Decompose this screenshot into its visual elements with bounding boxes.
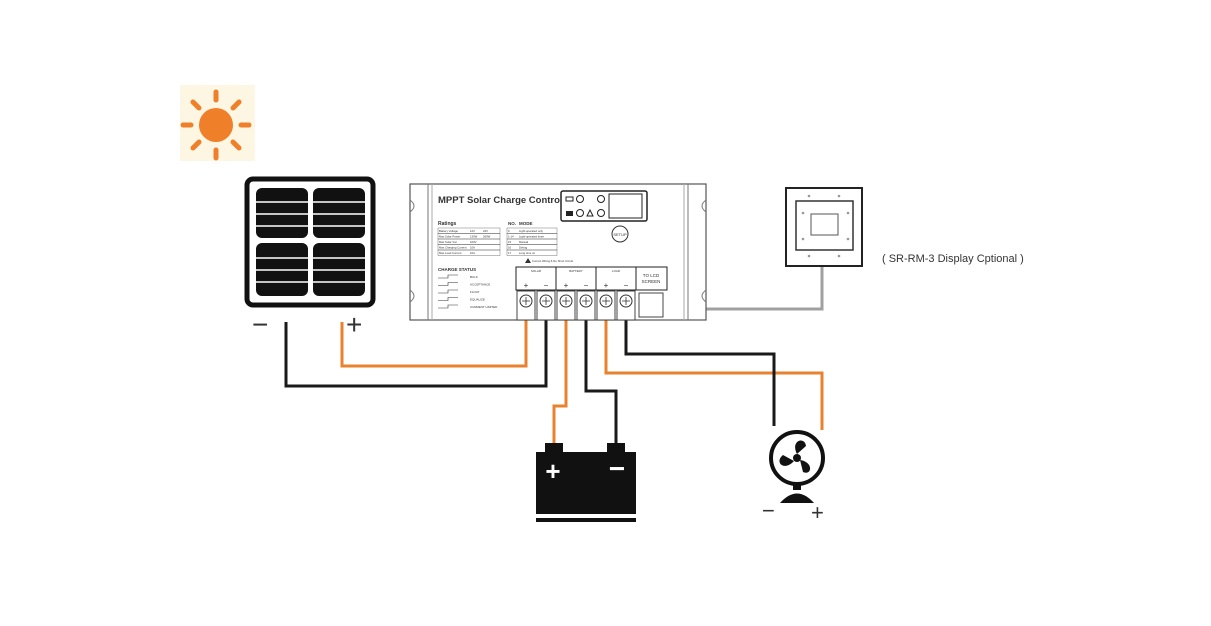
mode-no-header: NO.: [508, 221, 516, 226]
charge-controller: MPPT Solar Charge Controller SETUP Ratin…: [409, 183, 707, 321]
battery-plus-label: +: [545, 456, 560, 486]
terminal-plus-label: +: [604, 281, 609, 290]
mode-number: 16: [508, 246, 512, 250]
mode-number: 1-14: [508, 235, 514, 239]
rating-name: Max Load Current: [439, 251, 462, 255]
fan-icon: [769, 430, 825, 503]
solar-terminal-label: SOLAR: [531, 269, 542, 273]
warning-led-icon: [586, 208, 594, 217]
lcd-comm-wire: [650, 266, 824, 311]
mode-row: [506, 249, 558, 256]
display-optional-label: ( SR-RM-3 Display Cptional ): [882, 253, 1024, 265]
screw-slot: [582, 297, 590, 305]
mode-name: Light-operated only: [519, 229, 544, 233]
battery-led-icon: [566, 211, 573, 216]
battery-positive-wire: [552, 318, 568, 446]
mode-name: Manual: [519, 240, 529, 244]
battery-terminal-label: BATTERY: [569, 269, 583, 273]
load-negative-wire: [624, 318, 776, 426]
mode-header: MODE: [519, 221, 533, 226]
rating-name: Max Charging Current: [439, 246, 467, 250]
battery-icon: [536, 443, 636, 522]
terminal-minus-label: −: [624, 281, 629, 290]
mode-name: Debug: [519, 246, 528, 250]
charge-status-item: CURRENT LIMITED: [470, 305, 498, 309]
load-positive-wire: [604, 318, 824, 430]
rating-name: Max Solar Voc: [439, 240, 458, 244]
rating-value: 12V: [470, 229, 475, 233]
charge-status-title: CHARGE STATUS: [438, 267, 476, 272]
rating-name: Max Solar Power: [439, 235, 460, 239]
status-waveform: [438, 289, 458, 294]
fan-plus-label: +: [811, 500, 824, 525]
setup-label: SETUP: [613, 232, 627, 237]
solar-negative-wire: [284, 318, 548, 388]
charge-status-item: EQUALIZE: [470, 298, 485, 302]
rating-value: 10A: [470, 251, 475, 255]
controller-title: MPPT Solar Charge Controller: [438, 195, 574, 206]
solar-panel-icon: [244, 176, 376, 308]
battery-minus-label: −: [609, 453, 625, 484]
status-waveform: [438, 297, 458, 301]
ratings-title: Ratings: [438, 221, 457, 227]
charge-status-item: BULK: [470, 275, 478, 279]
rating-value: 10A: [470, 246, 475, 250]
load-terminal-label: LOAD: [612, 269, 621, 273]
solar-positive-wire: [340, 318, 528, 368]
terminal-plus-label: +: [524, 281, 529, 290]
mode-name: Light-operated timer: [519, 235, 544, 239]
rating-value: 130W: [470, 235, 478, 239]
status-waveform: [438, 304, 458, 309]
sun-icon: [180, 85, 255, 161]
lcd-screen: [608, 193, 643, 219]
mode-number: 0: [508, 229, 510, 233]
mode-number: 15: [508, 240, 512, 244]
terminal-minus-label: −: [544, 281, 549, 290]
rating-row: [437, 249, 501, 256]
lcd-port[interactable]: [638, 292, 664, 318]
battery-negative-wire: [584, 318, 618, 446]
panel-minus-label: −: [252, 309, 268, 340]
rating-name: Battery Voltage: [439, 229, 458, 233]
screw-slot: [622, 297, 630, 305]
mode-name: Long time on: [519, 251, 536, 255]
warning-text: Correct Wiring & No Short Circuit: [532, 259, 573, 263]
screw-slot: [562, 297, 570, 305]
terminal-plus-label: +: [564, 281, 569, 290]
screw-slot: [602, 297, 610, 305]
rating-value-2: 24V: [483, 229, 488, 233]
rating-value: 100V: [470, 240, 477, 244]
screw-slot: [542, 297, 550, 305]
status-waveform: [438, 274, 458, 279]
lcd-port-label-2: SCREEN: [642, 279, 661, 284]
charge-status-item: FLOAT: [470, 290, 480, 294]
solar-led-icon: [565, 196, 574, 202]
screw-slot: [522, 297, 530, 305]
wires: [284, 266, 824, 446]
lcd-port-label: TO LCD: [643, 273, 660, 278]
mode-number: 17: [508, 251, 512, 255]
remote-display: [785, 187, 863, 267]
charge-status-item: ACCEPTANCE: [470, 283, 490, 287]
rating-value-2: 260W: [483, 235, 491, 239]
setup-button[interactable]: [611, 225, 629, 243]
panel-plus-label: +: [346, 309, 362, 340]
status-waveform: [438, 282, 458, 286]
fan-minus-label: −: [762, 498, 775, 523]
terminal-minus-label: −: [584, 281, 589, 290]
